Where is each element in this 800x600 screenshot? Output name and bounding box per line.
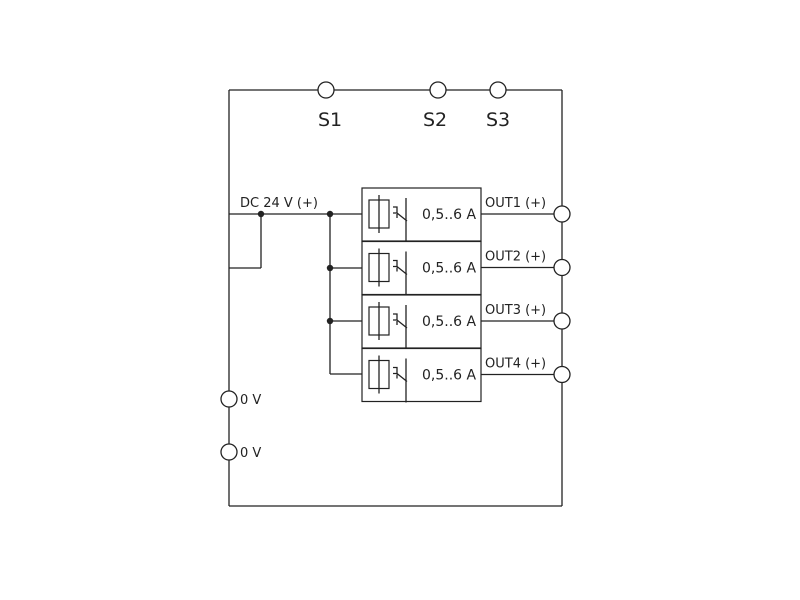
output-label: OUT3 (+) <box>485 303 546 318</box>
outer-frame <box>228 89 563 507</box>
output-label: OUT1 (+) <box>485 196 546 211</box>
terminal-out1 <box>553 205 571 223</box>
channel-4: 0,5..6 A OUT4 (+) <box>361 347 571 403</box>
output-label: OUT2 (+) <box>485 250 546 265</box>
terminal-s3 <box>489 81 507 99</box>
label-s3: S3 <box>486 109 510 131</box>
terminal-out2 <box>553 258 571 277</box>
dc-supply-label: DC 24 V (+) <box>240 196 318 211</box>
signal-terminals: S1 S2 S3 <box>317 81 510 131</box>
label-0v-1: 0 V <box>240 393 261 408</box>
current-rating: 0,5..6 A <box>422 368 477 384</box>
switch-symbol <box>393 358 408 403</box>
terminal-s2 <box>429 81 447 99</box>
terminal-0v-1 <box>220 390 238 408</box>
terminal-out4 <box>553 365 571 384</box>
channel-3: 0,5..6 A OUT3 (+) <box>361 294 571 349</box>
channel-1: 0,5..6 A OUT1 (+) <box>361 187 571 242</box>
terminal-0v-2 <box>220 443 238 461</box>
switch-symbol <box>393 251 408 296</box>
junction-dot <box>326 264 334 272</box>
current-rating: 0,5..6 A <box>422 207 477 223</box>
switch-symbol <box>393 305 408 349</box>
channel-2: 0,5..6 A OUT2 (+) <box>361 240 571 296</box>
label-s2: S2 <box>423 109 447 131</box>
current-rating: 0,5..6 A <box>422 314 477 330</box>
ground-terminals: 0 V 0 V <box>220 390 261 461</box>
label-0v-2: 0 V <box>240 446 261 461</box>
switch-symbol <box>393 198 408 242</box>
supply-bus: DC 24 V (+) <box>229 196 362 375</box>
terminal-out3 <box>553 312 571 330</box>
output-label: OUT4 (+) <box>485 357 546 372</box>
junction-dot <box>257 210 265 218</box>
label-s1: S1 <box>318 109 342 131</box>
terminal-s1 <box>317 81 335 99</box>
junction-dot <box>326 210 334 218</box>
current-rating: 0,5..6 A <box>422 261 477 277</box>
junction-dot <box>326 317 334 325</box>
